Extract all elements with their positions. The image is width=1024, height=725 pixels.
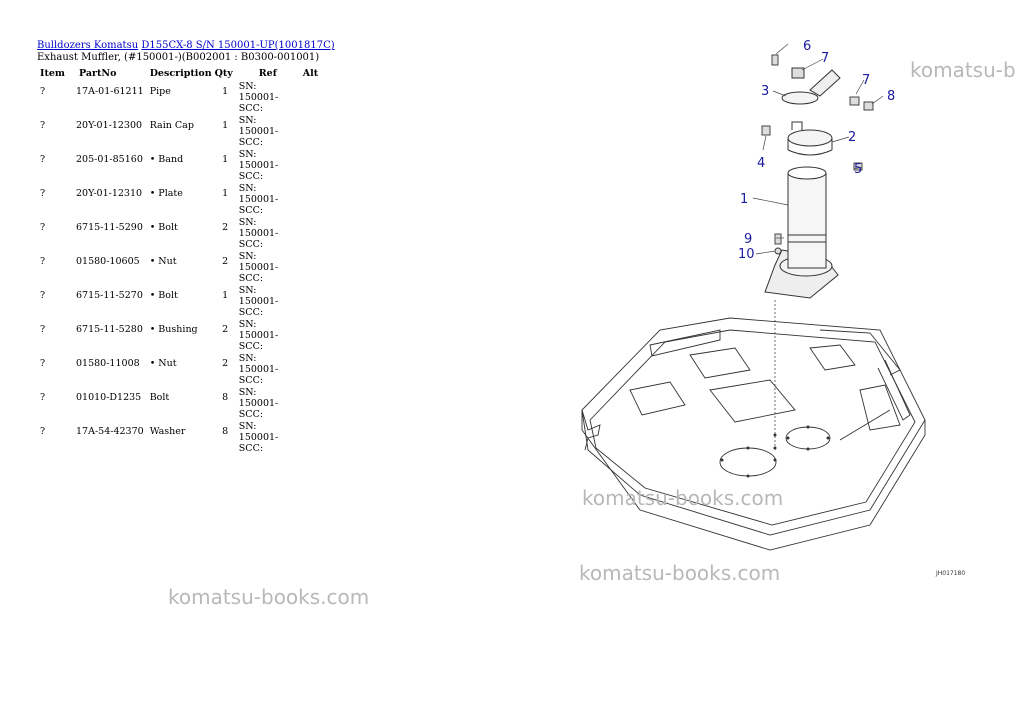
callout-8: 8 bbox=[887, 89, 895, 104]
breadcrumb-link-model[interactable]: D155CX-8 S/N 150001-UP(1001817C) bbox=[141, 40, 335, 51]
callout-7b: 7 bbox=[862, 73, 870, 88]
page-subtitle: Exhaust Muffler, (#150001-)(B002001 : B0… bbox=[37, 52, 320, 63]
header-alt: Alt bbox=[302, 67, 319, 79]
breadcrumb: Bulldozers Komatsu D155CX-8 S/N 150001-U… bbox=[37, 40, 335, 51]
muffler-pipe bbox=[764, 166, 839, 299]
parts-table: Item PartNo Description Qty Ref Alt ?17A… bbox=[37, 66, 321, 455]
platform-frame bbox=[581, 317, 926, 551]
watermark: komatsu-books.com bbox=[582, 486, 784, 510]
callout-1: 1 bbox=[740, 192, 748, 207]
header-description: Description bbox=[149, 67, 212, 79]
header-ref: Ref bbox=[258, 67, 277, 79]
callout-6: 6 bbox=[803, 39, 811, 54]
callout-5: 5 bbox=[854, 162, 862, 177]
header-qty: Qty bbox=[214, 67, 233, 79]
callout-3: 3 bbox=[761, 84, 769, 99]
callout-numbers: 6 7 3 7 8 2 4 5 1 9 10 bbox=[738, 39, 895, 262]
watermark: komatsu-books.com bbox=[168, 585, 370, 609]
diagram-code: JH017180 bbox=[935, 570, 965, 577]
fasteners bbox=[761, 54, 874, 255]
exhaust-muffler-diagram: 6 7 3 7 8 2 4 5 1 9 10 JH017180 bbox=[581, 39, 965, 577]
leader-lines bbox=[752, 43, 884, 255]
header-partno: PartNo bbox=[79, 67, 117, 79]
callout-2: 2 bbox=[848, 130, 856, 145]
callout-10: 10 bbox=[738, 247, 755, 262]
callout-7a: 7 bbox=[821, 51, 829, 66]
band-clamp bbox=[787, 121, 833, 156]
header-item: Item bbox=[40, 67, 65, 79]
rain-cap bbox=[781, 67, 841, 105]
watermark: komatsu-b bbox=[910, 58, 1016, 82]
watermark: komatsu-books.com bbox=[579, 561, 781, 585]
platform-bolt-holes bbox=[720, 425, 830, 478]
callout-9: 9 bbox=[744, 232, 752, 247]
callout-4: 4 bbox=[757, 156, 765, 171]
table-header-row: Item PartNo Description Qty Ref Alt bbox=[37, 66, 321, 80]
breadcrumb-link-bulldozers[interactable]: Bulldozers Komatsu bbox=[37, 40, 139, 51]
